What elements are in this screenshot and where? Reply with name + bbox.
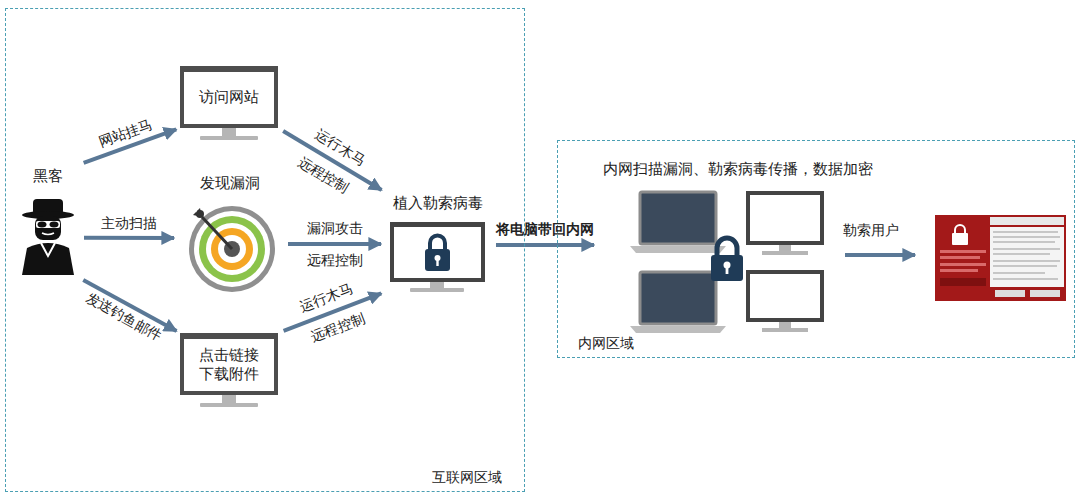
hacker-icon [22,199,74,275]
computer-group: 内网扫描漏洞、勒索病毒传播，数据加密 [598,158,878,334]
locked-monitor [392,222,483,292]
connector-arrow [496,243,594,247]
node-label: 内网区域 [578,335,634,353]
node-label: 访问网站 [199,88,259,108]
connector-arrow [84,236,174,240]
edge-label: 运行木马 远程控制 [292,119,373,203]
edge-label: 网站挂马 [96,116,155,152]
edge-label: 主动扫描 [101,215,157,233]
zone-boundary: 内网区域 内网扫描漏洞、勒索病毒传播，数据加密 [557,140,1075,358]
node-label: 点击链接 下载附件 [188,346,270,385]
edge-label: 运行木马 远程控制 [295,272,370,352]
intranet-computers [630,192,822,333]
node-label: 互联网区域 [432,469,502,487]
infected-node: 植入勒索病毒 [385,192,490,292]
monitor-box: 点击链接 下载附件 [180,333,278,395]
target-icon [189,206,275,292]
free-label: 勒索用户 [843,222,899,240]
target-node: 发现漏洞 [178,172,282,292]
node-label: 发现漏洞 [200,172,260,193]
ransom-screen [935,215,1066,301]
edge-label: 发送钓鱼邮件 [82,290,164,346]
monitor-box: 访问网站 [180,66,278,128]
node-label: 内网扫描漏洞、勒索病毒传播，数据加密 [603,158,873,179]
actor-figure: 黑客 [18,165,78,277]
node-label: 植入勒索病毒 [393,192,483,213]
ransom-arrow [845,253,915,257]
zone-boundary: 互联网区域 黑客 访问网站发现漏洞点击链接 下载附件 植入勒索病毒 [5,8,525,492]
connector-arrow [288,242,381,246]
node-label: 黑客 [33,165,63,186]
edge-label: 将电脑带回内网 [496,221,594,239]
edge-label: 漏洞攻击 远程控制 [307,212,363,276]
